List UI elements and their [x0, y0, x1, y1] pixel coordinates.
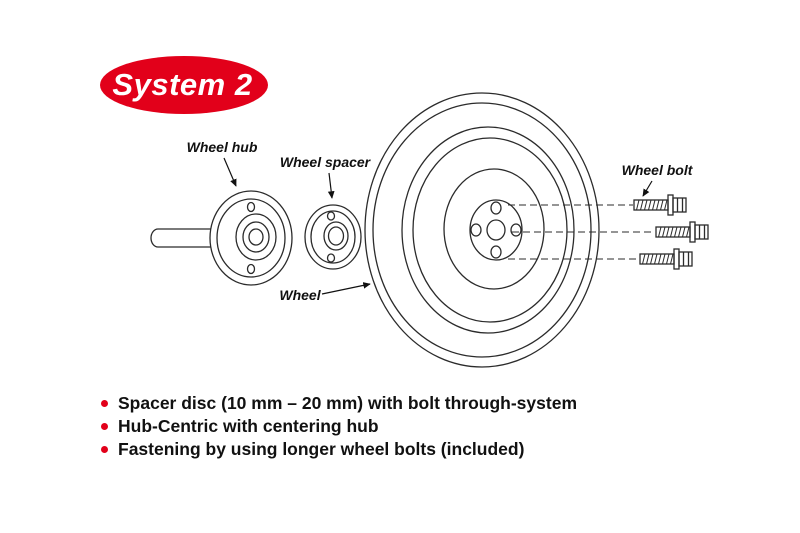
wheel-bolt-top-drawing: [633, 194, 687, 216]
list-item: Spacer disc (10 mm – 20 mm) with bolt th…: [101, 392, 577, 415]
wheel-drawing: [364, 92, 600, 368]
system-badge-label: System 2: [112, 67, 253, 102]
list-item: Hub-Centric with centering hub: [101, 415, 577, 438]
bullet-icon: [101, 423, 108, 430]
wheel-hub-arrow: [223, 157, 237, 187]
wheel-bolt-bottom-drawing: [639, 248, 693, 270]
axle-shaft: [150, 228, 224, 248]
wheel-bolt-arrow: [642, 180, 653, 197]
bullet-text: Fastening by using longer wheel bolts (i…: [118, 439, 525, 459]
bullet-text: Hub-Centric with centering hub: [118, 416, 379, 436]
wheel-spacer-label: Wheel spacer: [280, 154, 372, 170]
list-item: Fastening by using longer wheel bolts (i…: [101, 438, 577, 461]
bolt-alignment-dashes: [508, 204, 655, 260]
bullet-text: Spacer disc (10 mm – 20 mm) with bolt th…: [118, 393, 577, 413]
wheel-bolt-middle-drawing: [655, 221, 709, 243]
system-badge: System 2: [100, 56, 268, 114]
bullet-icon: [101, 446, 108, 453]
bullet-icon: [101, 400, 108, 407]
diagram-callouts: Wheel hub Wheel spacer Wheel Wheel bolt: [187, 139, 694, 303]
wheel-arrow: [321, 282, 371, 295]
wheel-label: Wheel: [279, 287, 321, 303]
feature-list: Spacer disc (10 mm – 20 mm) with bolt th…: [101, 392, 577, 461]
wheel-hub-drawing: [209, 190, 293, 286]
wheel-spacer-arrow: [327, 172, 335, 199]
wheel-bolt-label: Wheel bolt: [622, 162, 694, 178]
wheel-hub-label: Wheel hub: [187, 139, 258, 155]
wheel-spacer-drawing: [304, 204, 362, 270]
